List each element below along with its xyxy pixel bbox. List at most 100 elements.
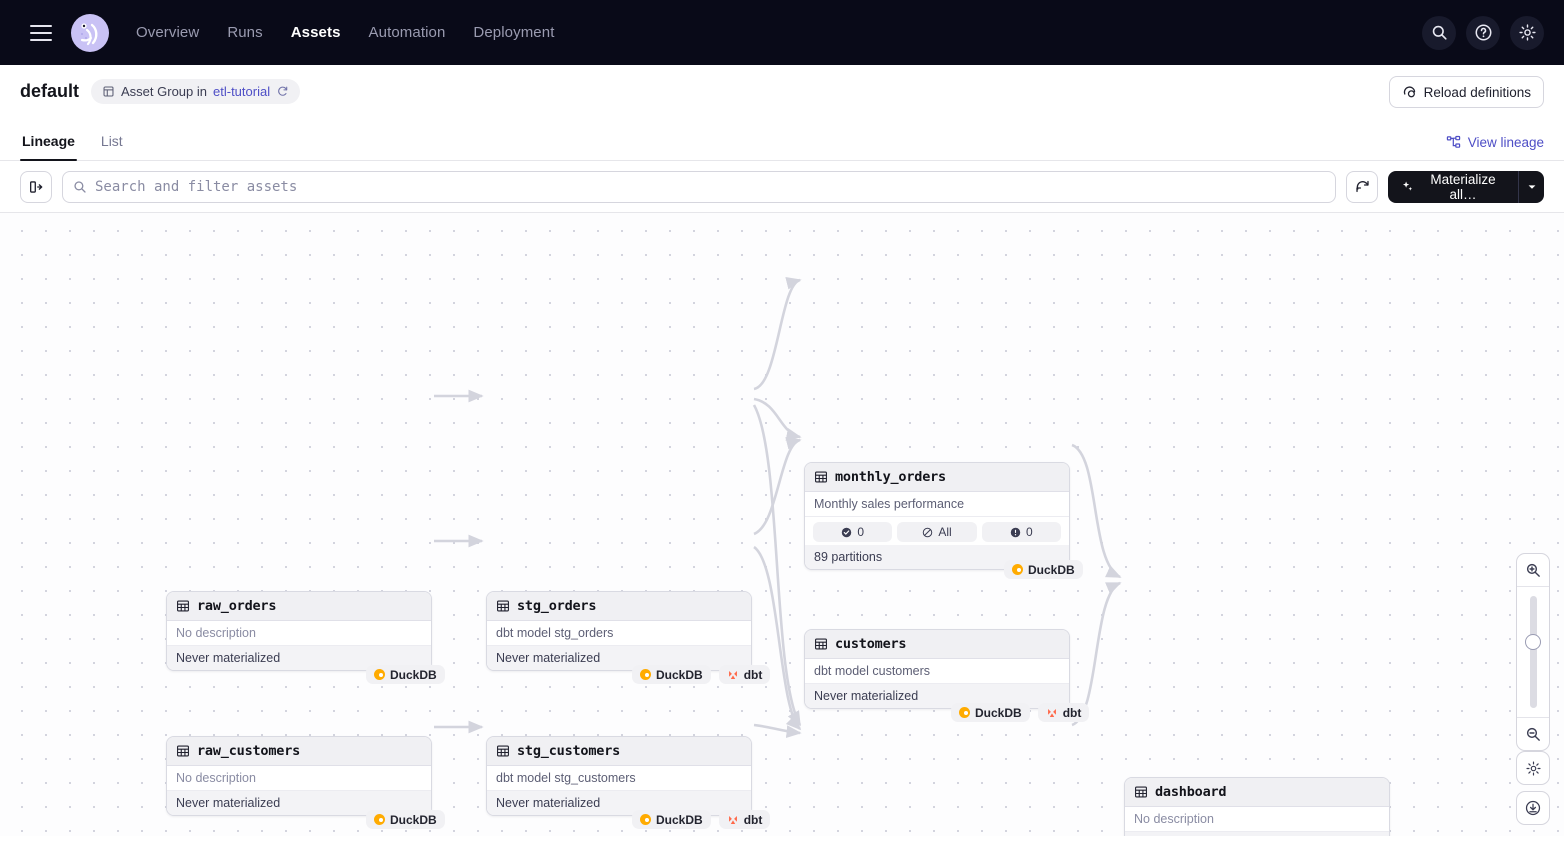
asset-node-name: stg_orders [517, 598, 597, 614]
tag-label: DuckDB [656, 812, 703, 827]
asset-node-stg_customers[interactable]: stg_customers dbt model stg_customers Ne… [486, 736, 752, 816]
asset-node-dashboard[interactable]: dashboard No description Never materiali… [1124, 777, 1390, 836]
partition-value: All [938, 525, 952, 539]
asset-node-header: stg_customers [487, 737, 751, 766]
toggle-sidebar-button[interactable] [20, 170, 52, 203]
tag-duckdb[interactable]: DuckDB [366, 665, 445, 684]
dagster-logo[interactable] [70, 13, 110, 53]
asset-node-header: raw_orders [167, 592, 431, 621]
graph-settings-button[interactable] [1516, 751, 1550, 785]
nav-link-deployment[interactable]: Deployment [473, 24, 555, 41]
tag-label: dbt [1062, 705, 1082, 720]
asset-node-status: Never materialized [1125, 832, 1389, 836]
asset-node-raw_orders[interactable]: raw_orders No description Never material… [166, 591, 432, 671]
dbt-icon [1047, 708, 1056, 717]
asset-group-chip-prefix: Asset Group in [121, 84, 208, 99]
asset-group-link[interactable]: etl-tutorial [213, 84, 271, 99]
materialize-all-label: Materialize all… [1430, 171, 1496, 202]
asset-tags-customers: DuckDB dbt [951, 703, 1090, 722]
asset-node-name: stg_customers [517, 743, 621, 759]
asset-node-name: dashboard [1155, 784, 1227, 800]
tab-bar: Lineage List View lineage [0, 118, 1564, 161]
tab-lineage[interactable]: Lineage [20, 133, 77, 161]
search-input[interactable] [95, 178, 1325, 195]
asset-node-name: raw_customers [197, 743, 301, 759]
tag-duckdb[interactable]: DuckDB [632, 810, 711, 829]
reload-definitions-label: Reload definitions [1423, 84, 1531, 100]
refresh-icon[interactable] [276, 85, 289, 98]
partition-value: 0 [1025, 525, 1033, 539]
materialize-all-button[interactable]: Materialize all… [1388, 170, 1518, 203]
partition-chip-materialized[interactable]: 0 [813, 522, 893, 542]
table-icon [177, 600, 189, 612]
gear-icon[interactable] [1510, 15, 1544, 50]
help-icon[interactable] [1466, 15, 1500, 50]
nav-link-assets[interactable]: Assets [290, 24, 341, 41]
asset-node-header: raw_customers [167, 737, 431, 766]
duckdb-icon [640, 814, 651, 825]
tag-dbt[interactable]: dbt [1037, 703, 1090, 722]
dbt-icon [728, 670, 737, 679]
asset-group-chip: Asset Group in etl-tutorial [91, 79, 301, 104]
duckdb-icon [374, 814, 385, 825]
sparkle-icon [1402, 181, 1413, 191]
top-navbar: Overview Runs Assets Automation Deployme… [0, 0, 1564, 65]
download-graph-button[interactable] [1516, 791, 1550, 825]
tag-label: dbt [743, 667, 763, 682]
asset-node-description: dbt model stg_orders [487, 621, 751, 646]
asset-node-description: No description [167, 766, 431, 791]
duckdb-icon [1012, 564, 1023, 575]
zoom-out-icon[interactable] [1517, 718, 1549, 750]
zoom-slider-knob[interactable] [1525, 634, 1541, 650]
view-lineage-link[interactable]: View lineage [1446, 135, 1544, 150]
nav-links: Overview Runs Assets Automation Deployme… [136, 24, 554, 41]
slash-circle-icon [923, 527, 933, 537]
asset-node-raw_customers[interactable]: raw_customers No description Never mater… [166, 736, 432, 816]
asset-node-customers[interactable]: customers dbt model customers Never mate… [804, 629, 1070, 709]
tag-dbt[interactable]: dbt [718, 810, 771, 829]
nav-actions [1422, 0, 1544, 65]
partition-stats: 0 All 0 [805, 517, 1069, 545]
asset-node-description: No description [167, 621, 431, 646]
nav-link-runs[interactable]: Runs [227, 24, 263, 41]
zoom-slider[interactable] [1517, 587, 1549, 717]
asset-lineage-graph[interactable]: monthly_orders Monthly sales performance… [0, 213, 1564, 836]
refresh-assets-button[interactable] [1346, 170, 1378, 203]
table-icon [497, 745, 509, 757]
materialize-options-button[interactable] [1518, 170, 1544, 203]
nav-link-automation[interactable]: Automation [368, 24, 446, 41]
asset-node-stg_orders[interactable]: stg_orders dbt model stg_orders Never ma… [486, 591, 752, 671]
tag-label: DuckDB [390, 667, 437, 682]
zoom-slider-track [1529, 596, 1537, 708]
tab-list[interactable]: List [100, 133, 123, 149]
menu-icon[interactable] [30, 24, 52, 41]
tag-duckdb[interactable]: DuckDB [951, 703, 1030, 722]
partition-chip-failed[interactable]: 0 [981, 522, 1061, 542]
tag-label: dbt [743, 812, 763, 827]
asset-node-monthly_orders[interactable]: monthly_orders Monthly sales performance… [804, 462, 1070, 570]
asset-group-icon [103, 86, 114, 97]
tag-duckdb[interactable]: DuckDB [1004, 560, 1083, 579]
tag-duckdb[interactable]: DuckDB [366, 810, 445, 829]
partition-chip-missing[interactable]: All [897, 522, 977, 542]
page-header: default Asset Group in etl-tutorial Relo… [0, 65, 1564, 118]
tag-duckdb[interactable]: DuckDB [632, 665, 711, 684]
search-assets-box[interactable] [62, 170, 1336, 203]
exclamation-circle-icon [1010, 527, 1021, 537]
zoom-in-icon[interactable] [1517, 554, 1549, 586]
asset-node-header: dashboard [1125, 778, 1389, 807]
asset-node-name: monthly_orders [835, 469, 946, 485]
check-circle-icon [842, 527, 852, 537]
asset-node-description: dbt model stg_customers [487, 766, 751, 791]
duckdb-icon [959, 707, 970, 718]
nav-link-overview[interactable]: Overview [136, 24, 200, 41]
reload-icon [1403, 85, 1415, 97]
search-icon[interactable] [1422, 15, 1456, 50]
reload-definitions-button[interactable]: Reload definitions [1388, 76, 1544, 108]
zoom-controls [1516, 553, 1550, 751]
tag-dbt[interactable]: dbt [718, 665, 771, 684]
tag-label: DuckDB [1028, 562, 1075, 577]
asset-node-header: monthly_orders [805, 463, 1069, 492]
page-title: default [20, 81, 80, 101]
